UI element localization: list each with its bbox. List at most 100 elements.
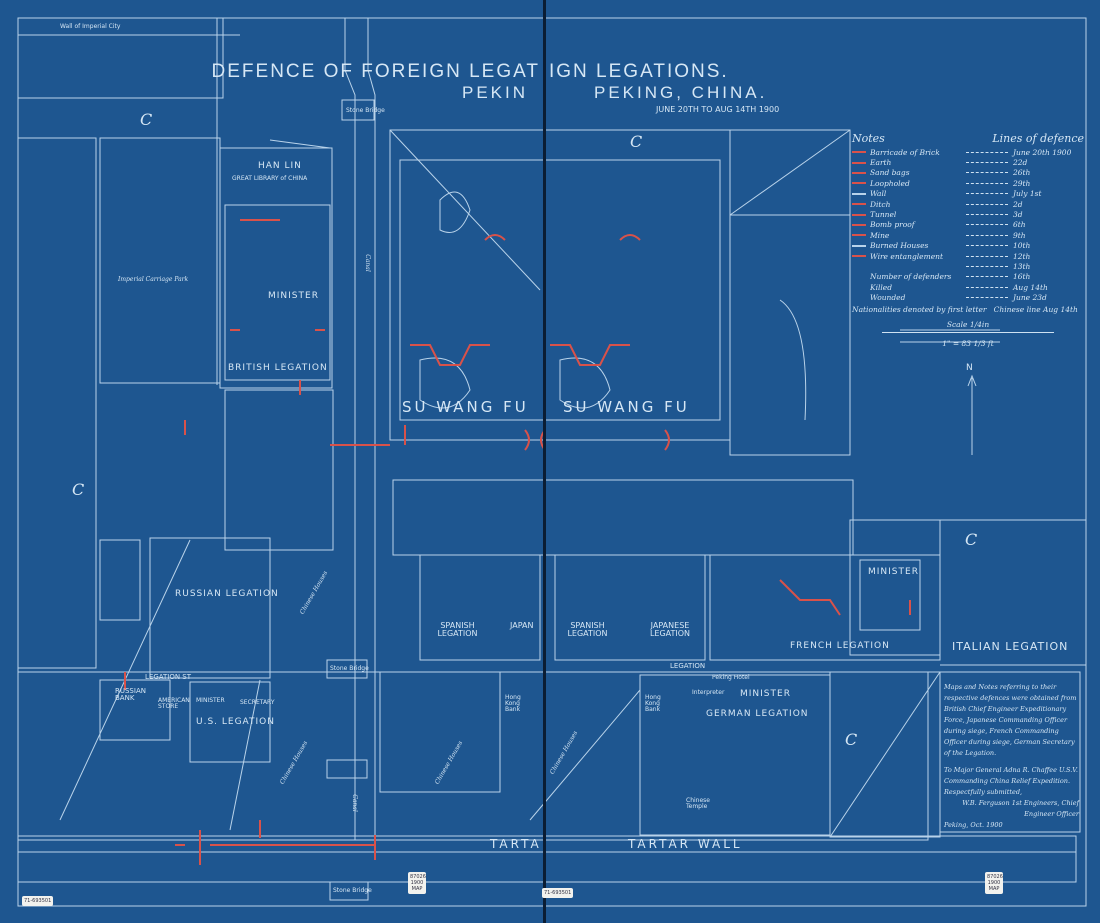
defence-line-sample [966,162,1008,164]
defence-line-sample [966,255,1008,257]
legend-row: 13th [852,261,1084,271]
defence-line-sample [966,151,1008,153]
defence-line-sample [966,265,1008,267]
label-us-minister: MINISTER [196,697,225,704]
label-tartar-wall-left: TARTA [490,837,542,851]
legend-swatch [852,151,866,154]
legend-row: Burned Houses 10th [852,241,1084,251]
legend-label: Number of defenders [870,272,952,282]
label-japanese-legation-right: JAPANESE LEGATION [649,621,691,638]
label-spanish-legation-right: SPANISH LEGATION [567,621,608,638]
legend-date: 3d [1013,210,1023,220]
lines-heading: Lines of defence [992,132,1084,145]
scale-label: Scale 1/4in [946,319,990,329]
defence-lines [124,219,911,865]
title-right: IGN LEGATIONS. [549,61,729,82]
label-us-legation: U.S. LEGATION [196,717,275,727]
legend-swatch [852,255,866,258]
label-su-wang-fu-right: SU WANG FU [563,398,690,416]
nationalities-note: Nationalities denoted by first letter Ch… [852,304,1078,314]
legend-label: Sand bags [870,168,910,178]
legend-label: Burned Houses [870,241,929,251]
label-us-secretary: SECRETARY [240,699,275,706]
c-mark: C [965,530,978,549]
legend-swatch [852,213,866,216]
legend-swatch [852,171,866,174]
legend-swatch [852,223,866,226]
c-mark: C [140,110,153,129]
label-italian-legation: ITALIAN LEGATION [952,640,1069,653]
catalog-stamp: 71-693501 [22,896,54,906]
label-russian-legation: RUSSIAN LEGATION [175,589,279,599]
legend-row: Wall July 1st [852,189,1084,199]
label-wall-imperial-city: Wall of Imperial City [60,23,121,30]
label-interpreter: Interpreter [692,689,725,696]
label-legation-street-right: LEGATION [670,662,706,670]
scale-bar [882,331,1054,336]
label-stone-bridge-2: Stone Bridge [330,665,369,672]
label-german-minister: MINISTER [740,689,791,699]
defence-line-sample [966,286,1008,288]
legend-date: 16th [1013,272,1031,282]
legend-date: 29th [1013,178,1031,188]
subtitle-left: PEKIN [462,83,529,102]
legend-row: Barricade of Brick June 20th 1900 [852,147,1084,157]
legend-label: Wall [870,189,887,199]
label-russian-bank: RUSSIAN BANK [115,687,146,702]
legend-label: Wire entanglement [870,251,944,261]
label-british-legation: BRITISH LEGATION [228,363,328,373]
label-hongkong-bank-right: Hong Kong Bank [645,694,661,713]
label-tartar-wall-right: TARTAR WALL [628,837,743,851]
signature: W.B. Ferguson 1st Engineers, Chief Engin… [962,799,1079,818]
legend-row: Wire entanglement 12th [852,251,1084,261]
label-british-minister: MINISTER [268,291,319,301]
legend-label: Barricade of Brick [870,147,940,157]
legend-swatch [852,276,866,278]
legend-row: Mine 9th [852,230,1084,240]
addressee: To Major General Adna R. Chaffee U.S.V. … [944,766,1078,796]
legend-date: 12th [1013,251,1031,261]
defence-line-sample [966,193,1008,195]
label-hongkong-bank-left: Hong Kong Bank [505,694,521,713]
defence-line-sample [966,245,1008,247]
label-german-legation: GERMAN LEGATION [706,709,809,719]
title-left: DEFENCE OF FOREIGN LEGAT [211,61,540,82]
place-date: Peking, Oct. 1900 [944,821,1003,829]
defence-line-sample [966,297,1008,299]
date-range: JUNE 20TH TO AUG 14TH 1900 [656,105,780,114]
label-great-library: GREAT LIBRARY of CHINA [232,175,308,182]
subtitle-right: PEKING, CHINA. [594,83,768,102]
label-canal-2: Canal [350,794,358,812]
label-spanish-legation-left: SPANISH LEGATION [437,621,478,638]
legend-date: July 1st [1013,189,1042,199]
source-note: Maps and Notes referring to their respec… [944,683,1077,757]
label-japanese-legation-left: JAPAN [510,621,534,630]
submission-note: Maps and Notes referring to their respec… [944,682,1079,831]
defence-line-sample [966,203,1008,205]
legend-label: Ditch [870,199,891,209]
legend-label: Mine [870,230,890,240]
legend-date: June 20th 1900 [1013,147,1072,157]
legend-label: Earth [870,158,892,168]
legend-date: 9th [1013,230,1026,240]
legend-swatch [852,234,866,237]
legend-date: 10th [1013,241,1031,251]
legend-label: Tunnel [870,210,897,220]
legend-swatch [852,192,866,195]
legend-row: Number of defenders 16th [852,272,1084,282]
legend-date: 6th [1013,220,1026,230]
legend-swatch [852,265,866,267]
label-chinese-temple: Chinese Temple [686,797,710,810]
c-mark: C [630,132,643,151]
legend-label: Killed [870,282,893,292]
c-mark: C [845,730,858,749]
legend-swatch [852,286,866,288]
label-imperial-carriage-park: Imperial Carriage Park [118,276,189,283]
